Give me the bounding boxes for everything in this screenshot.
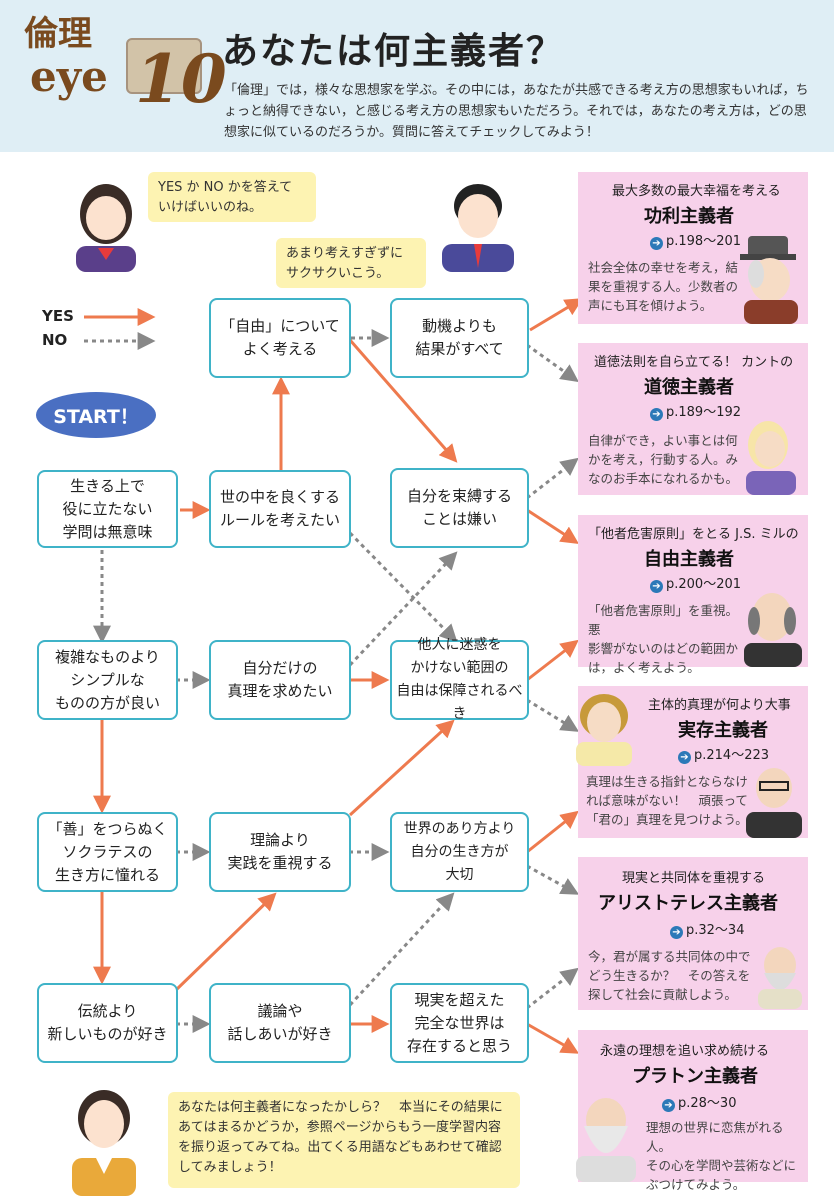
result-aristotelian: 現実と共同体を重視する アリストテレス主義者 ➔p.32〜34 今，君が属する共… (578, 857, 808, 1010)
result-platonist: 永遠の理想を追い求め続ける プラトン主義者 ➔p.28〜30 理想の世界に恋焦が… (576, 1030, 808, 1192)
no-arrow (526, 457, 579, 500)
question-life-useful: 生きる上で 役に立たない 学問は無意味 (37, 470, 178, 548)
header-band: 倫理 eye 10 あなたは何主義者？ 「倫理」では，様々な思想家を学ぶ。その中… (0, 0, 834, 152)
result-page-ref: p.32〜34 (686, 923, 745, 938)
yes-arrow (526, 639, 579, 682)
question-freedom: 「自由」について よく考える (209, 298, 351, 378)
result-page-ref: p.198〜201 (666, 234, 742, 249)
no-arrow (348, 551, 458, 667)
result-desc: 今，君が属する共同体の中で どう生きるか？ その答えを 探して社会に貢献しよう。 (588, 949, 751, 1002)
boy-speech-bubble: あまり考えすぎずに サクサクいこう。 (276, 238, 426, 288)
question-own-way-of-life: 世界のあり方より 自分の生き方が 大切 (390, 812, 529, 892)
aristotle-portrait (758, 947, 802, 1009)
logo-eye: eye (30, 52, 108, 101)
question-new-things: 伝統より 新しいものが好き (37, 983, 178, 1063)
result-existentialist: 主体的真理が何より大事 実存主義者 ➔p.214〜223 真理は生きる指針となら… (576, 686, 808, 838)
yes-arrow (174, 892, 277, 992)
page-title: あなたは何主義者？ (222, 31, 565, 72)
girl-speech-bubble: YES か NO かを答えて いけばいいのね。 (148, 172, 316, 222)
result-name: アリストテレス主義者 (598, 893, 778, 914)
result-liberal: 「他者危害原則」をとる J.S. ミルの 自由主義者 ➔p.200〜201 「他… (578, 515, 808, 675)
result-desc: 真理は生きる指針とならなけ れば意味がない！ 頑張って 「君の」真理を見つけよう… (586, 774, 748, 827)
question-simple: 複雑なものより シンプルな ものの方が良い (37, 640, 178, 720)
result-desc: 理想の世界に恋焦がれる人。 その心を学問や芸術などに ぶつけてみよう。 (646, 1120, 797, 1192)
legend-yes: YES (42, 307, 74, 325)
result-name: 功利主義者 (644, 206, 734, 227)
result-page-ref: p.189〜192 (666, 405, 742, 420)
yes-arrow (526, 1022, 580, 1054)
intro-text: 「倫理」では，様々な思想家を学ぶ。その中には，あなたが共感できる考え方の思想家も… (224, 83, 809, 140)
arrow-right-icon: ➔ (678, 751, 691, 764)
question-make-rules: 世の中を良くする ルールを考えたい (209, 470, 351, 548)
question-debate: 議論や 話しあいが好き (209, 983, 351, 1063)
logo-main: 倫理 (24, 14, 92, 54)
result-page-ref: p.214〜223 (694, 748, 770, 763)
result-lead: 主体的真理が何より大事 (648, 698, 791, 713)
arrow-right-icon: ➔ (650, 408, 663, 421)
arrow-right-icon: ➔ (662, 1099, 675, 1112)
arrow-right-icon: ➔ (650, 580, 663, 593)
result-lead: 最大多数の最大幸福を考える (612, 184, 781, 199)
question-harm-principle: 他人に迷惑を かけない範囲の 自由は保障されるべき (390, 637, 529, 722)
yes-arrow (529, 298, 584, 332)
logo-number: 10 (135, 40, 227, 118)
yes-arrow (526, 508, 580, 544)
result-lead: 現実と共同体を重視する (622, 871, 766, 886)
yes-arrow (526, 810, 579, 854)
result-name: プラトン主義者 (632, 1066, 758, 1087)
arrow-right-icon: ➔ (650, 237, 663, 250)
question-practice: 理論より 実践を重視する (209, 812, 351, 892)
result-page-ref: p.28〜30 (678, 1096, 737, 1111)
legend-no: NO (42, 331, 68, 349)
no-arrow (526, 698, 580, 732)
boy-avatar (442, 184, 514, 272)
no-arrow (526, 343, 579, 383)
result-lead: 「他者危害原則」をとる J.S. ミルの (588, 527, 799, 542)
no-arrow (348, 892, 455, 1007)
result-name: 実存主義者 (678, 720, 768, 741)
question-own-truth: 自分だけの 真理を求めたい (209, 640, 351, 720)
bentham-portrait (740, 236, 798, 324)
yes-arrow (348, 339, 458, 463)
sartre-portrait (746, 768, 802, 838)
mill-portrait (744, 593, 802, 667)
question-dislike-restraint: 自分を束縛する ことは嫌い (390, 468, 529, 548)
result-moralist: 道徳法則を自ら立てる！ カントの 道徳主義者 ➔p.189〜192 自律ができ，… (578, 343, 808, 495)
result-lead: 永遠の理想を追い求め続ける (600, 1044, 770, 1059)
arrow-right-icon: ➔ (670, 926, 683, 939)
question-ideal-world: 現実を超えた 完全な世界は 存在すると思う (390, 983, 529, 1063)
girl-avatar (76, 184, 136, 272)
no-arrow (348, 531, 458, 643)
teacher-avatar (72, 1090, 136, 1196)
yes-arrow (348, 719, 455, 817)
result-desc: 自律ができ，よい事とは何 かを考え，行動する人。み なのお手本になれるかも。 (588, 433, 739, 486)
result-utilitarian: 最大多数の最大幸福を考える 功利主義者 ➔p.198〜201 社会全体の幸せを考… (578, 172, 808, 324)
question-results-over-motive: 動機よりも 結果がすべて (390, 298, 529, 378)
result-desc: 「他者危害原則」を重視。悪 影響がないのはどの範囲か は，よく考えよう。 (588, 603, 739, 675)
question-socrates: 「善」をつらぬく ソクラテスの 生き方に憧れる (37, 812, 178, 892)
no-arrow (526, 864, 580, 895)
result-name: 道徳主義者 (644, 377, 734, 398)
result-page-ref: p.200〜201 (666, 577, 742, 592)
no-arrow (526, 967, 579, 1010)
result-desc: 社会全体の幸せを考え，結 果を重視する人。少数者の 声にも耳を傾けよう。 (588, 260, 739, 313)
start-badge: START！ (36, 392, 156, 438)
plato-portrait (576, 1098, 636, 1182)
teacher-speech-bubble: あなたは何主義者になったかしら？ 本当にその結果にあてはまるかどうか，参照ページ… (168, 1092, 520, 1188)
result-name: 自由主義者 (644, 549, 734, 570)
kant-portrait (746, 421, 796, 495)
kierkegaard-portrait (576, 694, 632, 766)
result-lead: 道徳法則を自ら立てる！ カントの (594, 355, 794, 370)
camera-icon (126, 38, 202, 94)
